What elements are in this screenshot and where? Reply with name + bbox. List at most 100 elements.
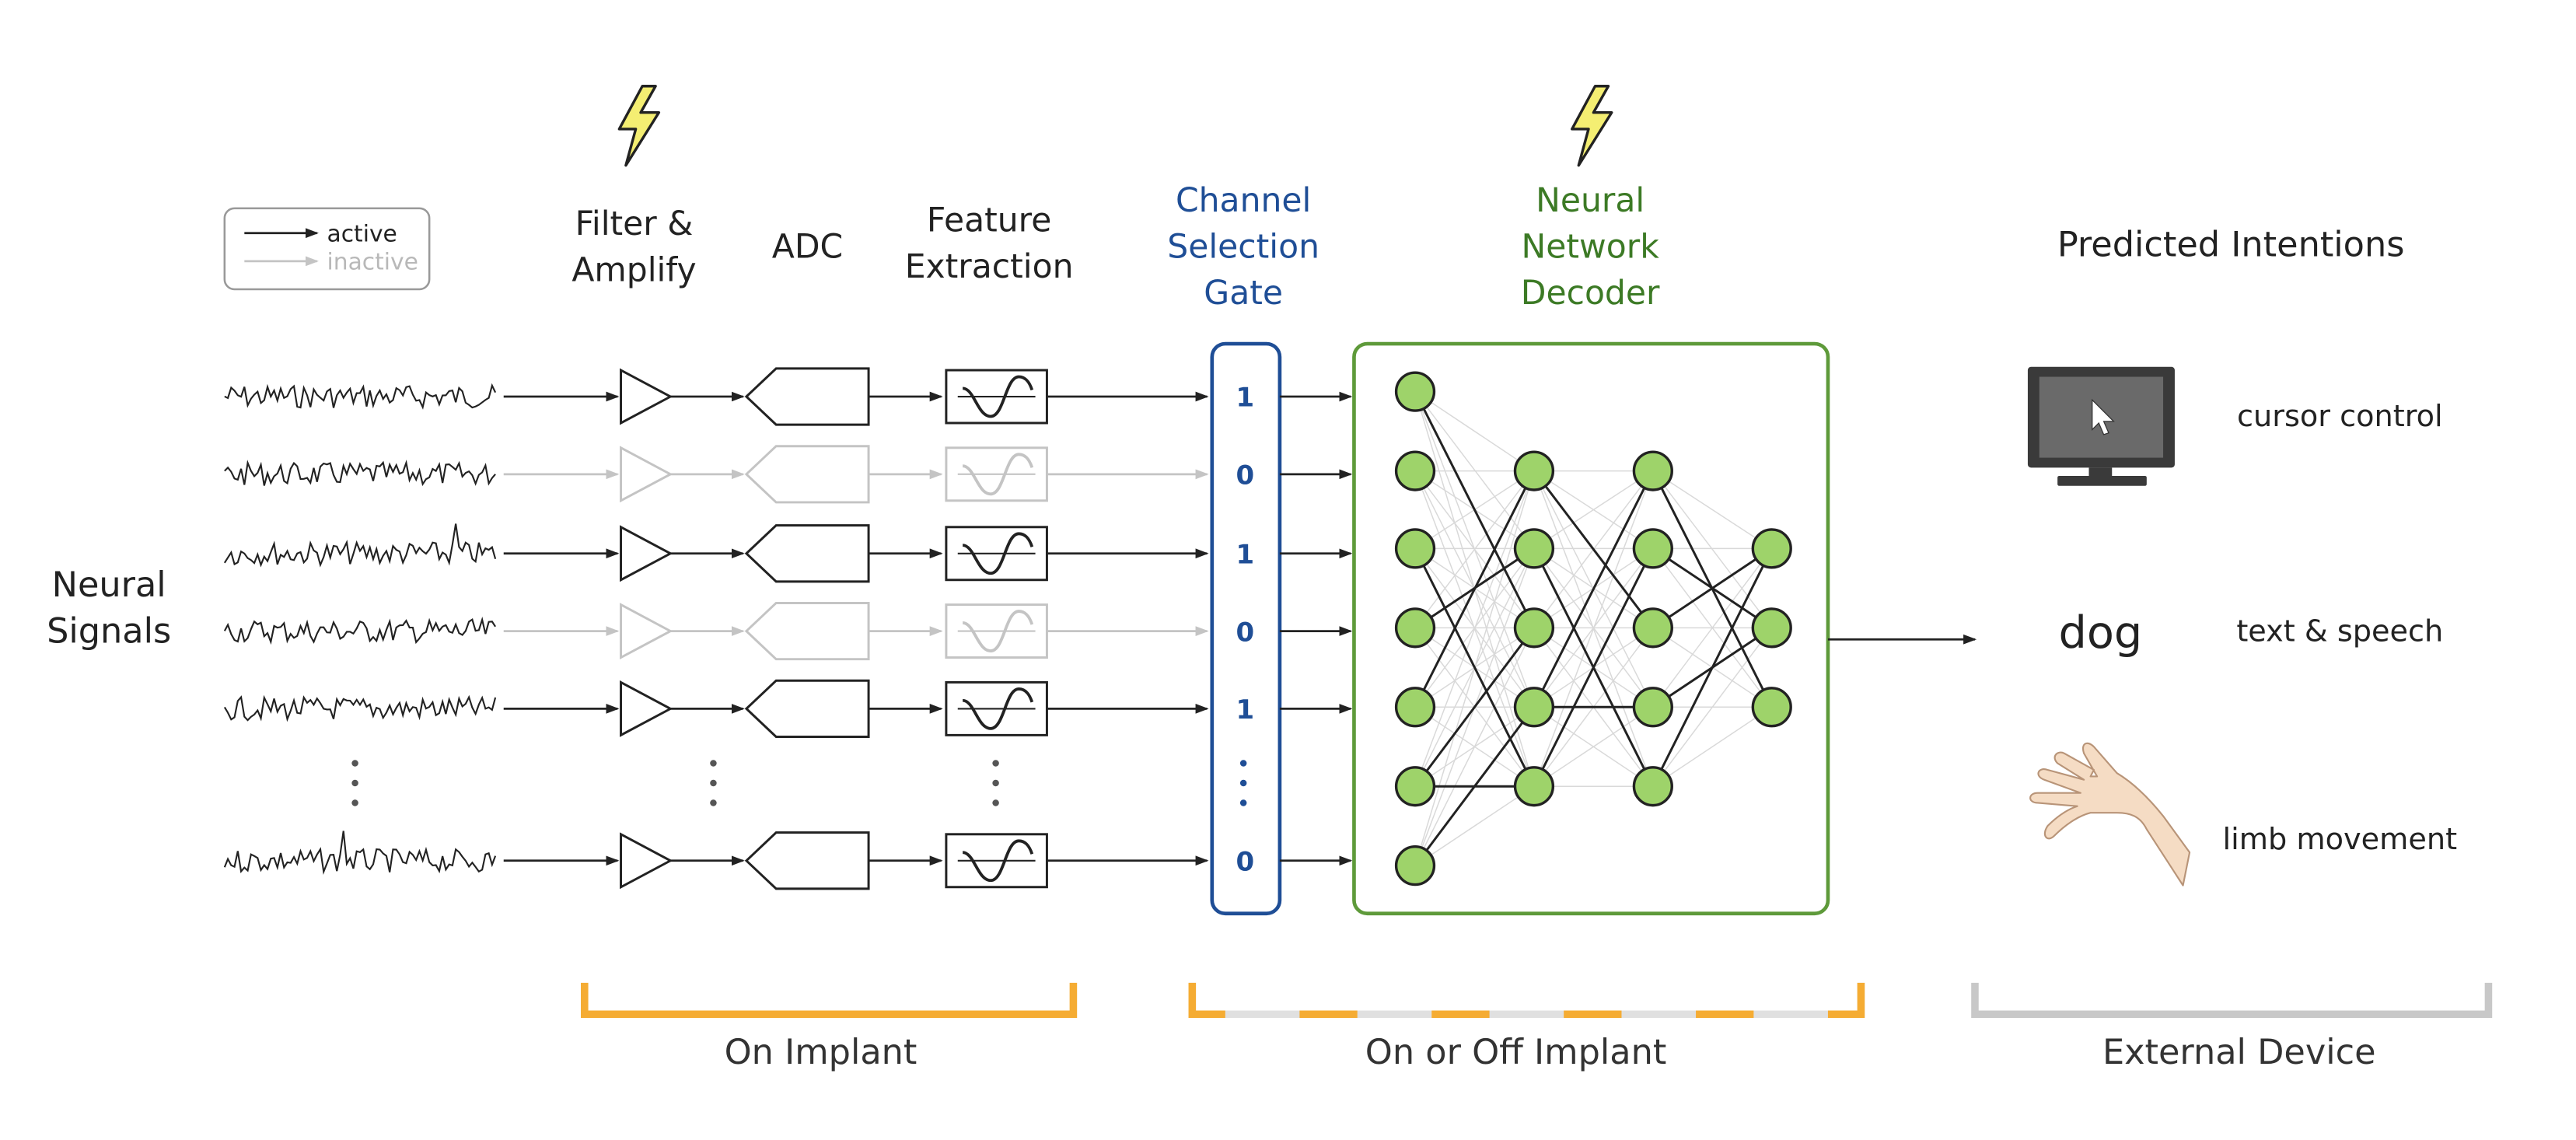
nn-connection [1414,627,1536,788]
neural-waveform [224,383,497,410]
predicted-intentions-title: Predicted Intentions [2057,224,2405,264]
nn-node [1394,450,1436,491]
gate-header-line1: Channel [1176,182,1311,220]
adc-icon [744,601,870,661]
output-text-label: text & speech [2236,614,2443,649]
nn-connection [1652,547,1774,787]
ellipsis-dot [710,760,717,767]
nn-node [1394,371,1436,412]
adc-icon [744,524,870,583]
nn-connection [1533,706,1654,787]
nn-connection [1414,470,1535,628]
nn-node [1632,528,1673,569]
legend-box [223,207,431,291]
nn-connection [1414,547,1536,787]
nn-connection [1533,470,1655,708]
external-device-label: External Device [2102,1032,2376,1072]
neural-waveform [224,460,496,487]
gate-header-line3: Gate [1204,275,1283,313]
power-bolt-icon [617,85,661,167]
gate-bit: 0 [1236,847,1254,878]
on-or-off-implant-bracket: On or Off Implant [1188,982,1865,1072]
nn-node [1751,607,1792,649]
nn-node [1394,845,1436,886]
nn-node [1751,687,1792,728]
nn-node [1394,528,1436,569]
adc-header: ADC [772,229,843,267]
ellipsis-dot [992,760,999,767]
ellipsis-dot [992,779,999,787]
feature-waveform [962,532,1034,575]
nn-connection [1414,627,1535,866]
nn-connection [1533,470,1654,787]
filter-header-line2: Amplify [571,251,696,289]
nn-node [1513,687,1555,728]
nn-connection [1652,627,1773,787]
nn-connection [1533,470,1654,550]
feature-header-line1: Feature [927,202,1051,240]
adc-icon [744,445,870,504]
amplifier-icon [620,603,673,660]
legend-inactive-label: inactive [327,248,418,275]
decoder-header-line1: Neural [1536,182,1645,220]
ellipsis-dot [1239,779,1247,787]
nn-connection [1652,547,1773,629]
filter-header-line1: Filter & [575,205,694,243]
monitor-icon [2027,366,2175,486]
ellipsis-dot [351,760,358,767]
amplifier-icon [620,368,673,425]
nn-connection [1414,391,1535,472]
neural-signals-line2: Signals [47,610,171,651]
neural-waveform [223,831,497,876]
output-limb-label: limb movement [2223,823,2458,857]
output-cursor-label: cursor control [2237,400,2443,434]
dog-word: dog [2058,607,2142,659]
nn-nodes [1394,371,1792,886]
on-implant-label: On Implant [725,1032,918,1072]
neural-waveform [223,523,497,568]
on-or-off-implant-label: On or Off Implant [1365,1032,1667,1072]
nn-node [1394,766,1436,807]
feature-header-line2: Extraction [905,248,1074,286]
nn-node [1513,450,1555,491]
feature-waveform [962,375,1034,418]
decoder-header-line2: Network [1521,229,1659,267]
ellipsis-dot [992,799,999,806]
ellipsis-dot [351,779,358,787]
external-device-bracket: External Device [1971,982,2493,1072]
legend: active inactive [223,207,431,291]
channel-row [223,831,1209,890]
feature-waveform [962,839,1034,883]
amplifier-icon [620,525,673,582]
gate-bit: 1 [1236,383,1254,414]
on-implant-bracket: On Implant [581,982,1078,1072]
ellipsis-dots [351,760,1247,806]
neural-waveform [223,694,497,722]
neural-network-decoder-box [1352,341,1830,916]
nn-node [1394,687,1436,728]
adc-icon [744,831,870,890]
gate-bit: 1 [1236,694,1254,726]
nn-connection [1533,547,1655,787]
nn-node [1632,450,1673,491]
channel-row [223,679,1209,738]
nn-node [1632,607,1673,649]
channel-row [224,445,1209,504]
stage-headers: Filter & Amplify ADC Feature Extraction … [571,182,1660,313]
gate-header-line2: Selection [1167,229,1319,267]
nn-connection [1414,470,1536,708]
neural-network [1394,371,1792,886]
nn-node [1394,607,1436,649]
nn-node [1513,766,1555,807]
decoder-header-line3: Decoder [1521,275,1660,313]
channel-selection-gate [1210,341,1282,916]
channel-row [223,523,1209,583]
nn-node [1632,766,1673,807]
ellipsis-dot [1239,760,1247,767]
channel-rows [223,367,1209,890]
neural-signals-line1: Neural [52,565,166,605]
gate-bit: 0 [1236,460,1254,491]
amplifier-icon [620,680,673,737]
